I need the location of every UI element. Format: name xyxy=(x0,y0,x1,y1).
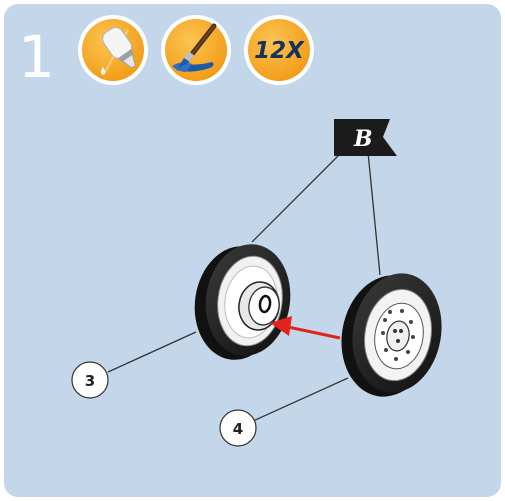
wheel-part-4 xyxy=(341,273,442,397)
leader-lines xyxy=(107,143,381,422)
paintbrush-icon xyxy=(161,15,231,85)
step-number: 1 xyxy=(18,23,55,91)
callout-part-4: 4 xyxy=(219,409,257,447)
callout-number: 3 xyxy=(85,372,95,390)
assembly-arrow xyxy=(270,316,341,340)
callout-number: 4 xyxy=(233,420,243,438)
quantity-label: 12X xyxy=(254,38,305,64)
flag-b: B xyxy=(334,119,397,156)
callout-part-3: 3 xyxy=(71,361,109,399)
flag-label: B xyxy=(353,126,373,152)
glue-bottle-icon xyxy=(78,15,148,85)
wheel-part-3 xyxy=(194,244,291,360)
quantity-badge: 12X xyxy=(244,15,314,85)
